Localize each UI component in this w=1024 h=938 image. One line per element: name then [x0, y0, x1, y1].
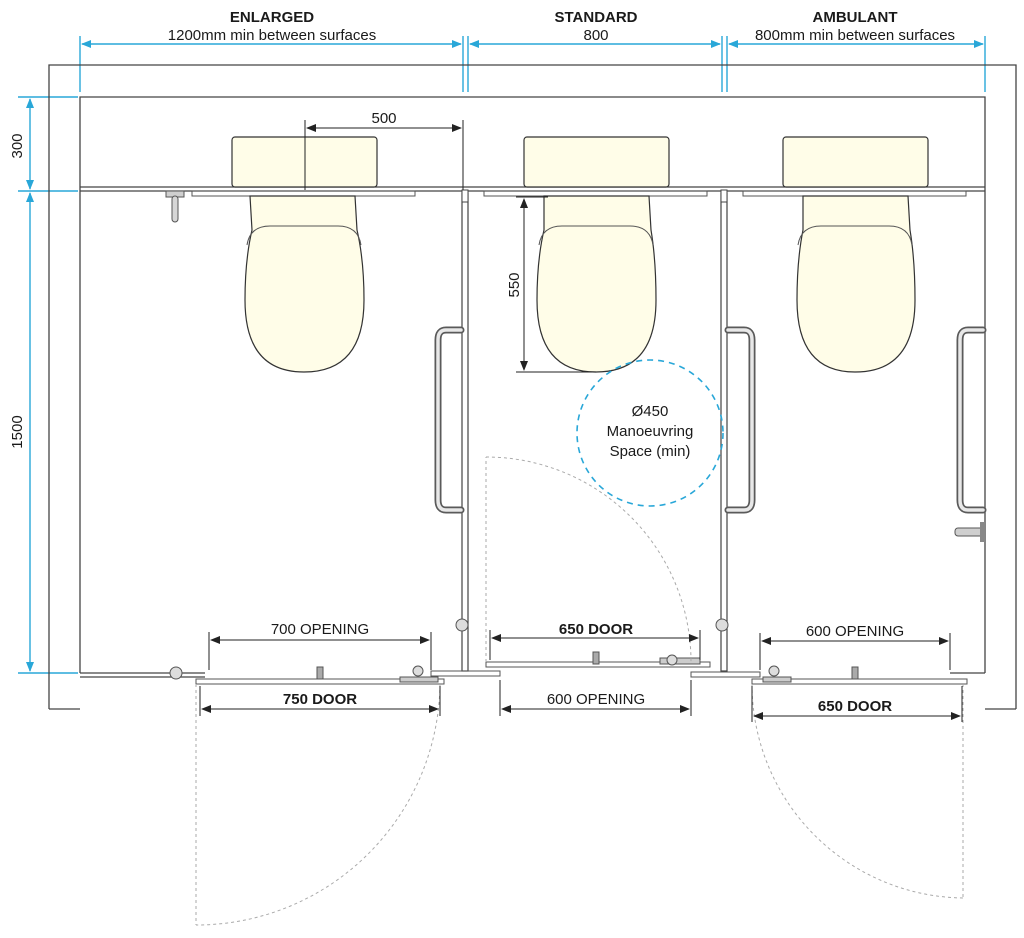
door-front-enlarged — [80, 618, 501, 685]
dim-550: 550 — [506, 272, 523, 297]
ambulant-title: AMBULANT — [813, 9, 898, 26]
duct-panel — [80, 186, 985, 192]
dim-1500: 1500 — [9, 415, 26, 448]
enlarged-subtitle: 1200mm min between surfaces — [168, 27, 376, 44]
toilet-pan-standard — [536, 195, 657, 373]
circle-label-line2: Manoeuvring — [607, 423, 694, 440]
grab-rail-ambulant-right — [956, 326, 987, 514]
circle-label-line3: Space (min) — [610, 443, 691, 460]
dim-550-line — [516, 196, 596, 373]
ambulant-door-label: 650 DOOR — [818, 698, 892, 715]
toilet-pan-enlarged — [244, 195, 365, 373]
toilet-roll-holder — [954, 522, 985, 542]
enlarged-opening-label: 700 OPENING — [271, 621, 369, 638]
depth-dimensions — [18, 96, 78, 674]
standard-subtitle: 800 — [583, 27, 608, 44]
dim-500: 500 — [371, 110, 396, 127]
circle-diameter-label: Ø450 — [632, 403, 669, 420]
width-dimensions — [79, 36, 986, 92]
dim-lines-enlarged — [199, 632, 441, 716]
dim-500-line — [304, 120, 464, 190]
dim-lines-ambulant — [751, 633, 963, 722]
door-swing-standard — [485, 456, 692, 663]
dim-300: 300 — [9, 133, 26, 158]
manoeuvring-circle — [576, 359, 724, 507]
door-front-standard — [485, 618, 761, 678]
door-front-ambulant — [751, 665, 985, 685]
grab-rail-enlarged — [434, 326, 465, 514]
enlarged-title: ENLARGED — [230, 9, 314, 26]
enlarged-door-label: 750 DOOR — [283, 691, 357, 708]
dim-lines-standard — [489, 630, 701, 716]
standard-opening-label: 600 OPENING — [547, 691, 645, 708]
cisterns — [191, 136, 967, 197]
ambulant-subtitle: 800mm min between surfaces — [755, 27, 955, 44]
standard-title: STANDARD — [554, 9, 637, 26]
grab-rail-ambulant-left — [724, 326, 756, 514]
outer-walls — [48, 64, 1017, 710]
ambulant-opening-label: 600 OPENING — [806, 623, 904, 640]
flush-lever — [165, 190, 185, 223]
door-swing-enlarged — [195, 683, 441, 926]
toilet-pan-ambulant — [796, 195, 916, 373]
standard-door-label: 650 DOOR — [559, 621, 633, 638]
